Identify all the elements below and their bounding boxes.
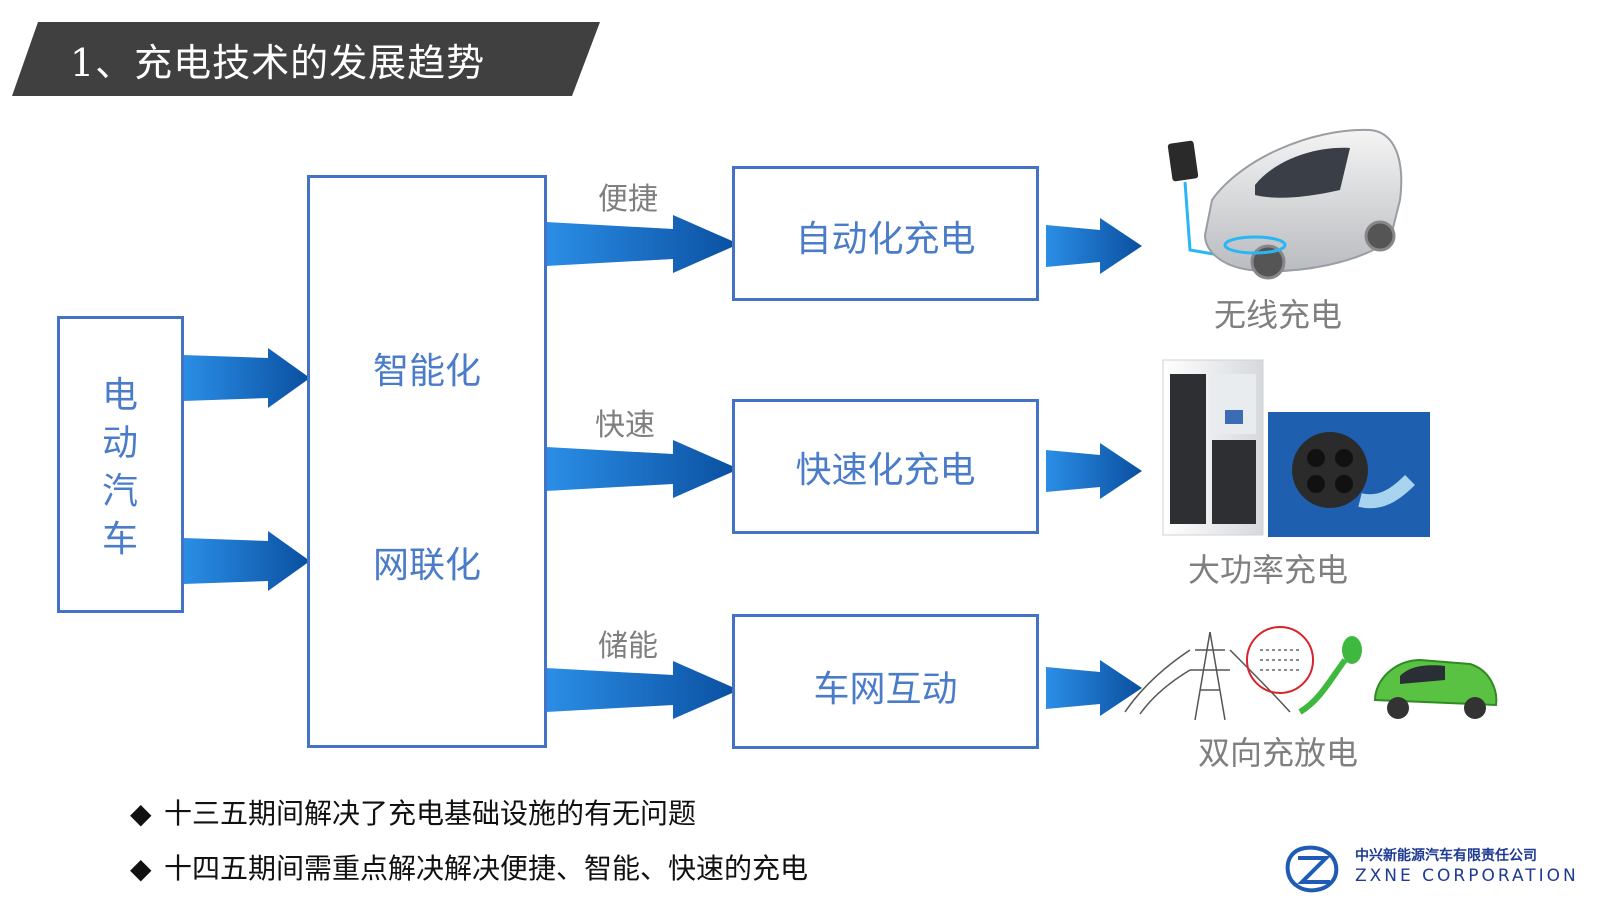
bullet-text-2: 十四五期间需重点解决解决便捷、智能、快速的充电 [164, 852, 809, 885]
title-banner [12, 22, 600, 96]
arrow-to-auto-charging [546, 215, 739, 273]
bullet-diamond-icon: ◆ [130, 797, 152, 830]
v2g-box [732, 614, 1039, 749]
page-title: 1、充电技术的发展趋势 [70, 41, 486, 85]
fast-label: 快速 [595, 408, 655, 443]
wireless-charging-car-image [1167, 128, 1403, 280]
arrow-ev-to-intelligent [183, 348, 310, 408]
arrow-to-high-power [1046, 443, 1142, 499]
arrow-ev-to-networked [183, 531, 310, 591]
arrow-to-v2g [546, 661, 739, 719]
storage-label: 储能 [598, 629, 658, 664]
intelligent-label: 智能化 [372, 351, 481, 392]
fast-charging-label: 快速化充电 [795, 450, 976, 491]
central-box [307, 175, 547, 748]
bidirectional-caption: 双向充放电 [1198, 734, 1359, 772]
networked-label: 网联化 [372, 545, 481, 586]
bullet-diamond-icon: ◆ [130, 852, 152, 885]
ev-box [57, 316, 184, 613]
arrow-to-bidirectional [1046, 660, 1142, 716]
v2g-label: 车网互动 [813, 669, 958, 710]
company-name-en: ZXNE CORPORATION [1355, 866, 1579, 886]
bullet-item-2: ◆ 十四五期间需重点解决解决便捷、智能、快速的充电 [130, 847, 808, 887]
bullet-item-1: ◆ 十三五期间解决了充电基础设施的有无问题 [130, 792, 696, 832]
auto-charging-box [732, 166, 1039, 301]
ev-label: 电动汽车 [101, 375, 138, 560]
arrow-to-fast-charging [546, 440, 739, 498]
fast-charging-box [732, 399, 1039, 534]
high-power-caption: 大功率充电 [1188, 551, 1349, 589]
high-power-charger-image [1162, 359, 1430, 537]
bullet-text-1: 十三五期间解决了充电基础设施的有无问题 [164, 797, 697, 830]
auto-charging-label: 自动化充电 [795, 219, 976, 260]
company-name-cn: 中兴新能源汽车有限责任公司 [1355, 848, 1537, 864]
company-logo-mark [1285, 845, 1339, 893]
bidirectional-charging-image [1124, 626, 1498, 721]
arrow-to-wireless [1046, 218, 1142, 274]
convenient-label: 便捷 [598, 182, 658, 217]
wireless-caption: 无线充电 [1214, 296, 1343, 334]
